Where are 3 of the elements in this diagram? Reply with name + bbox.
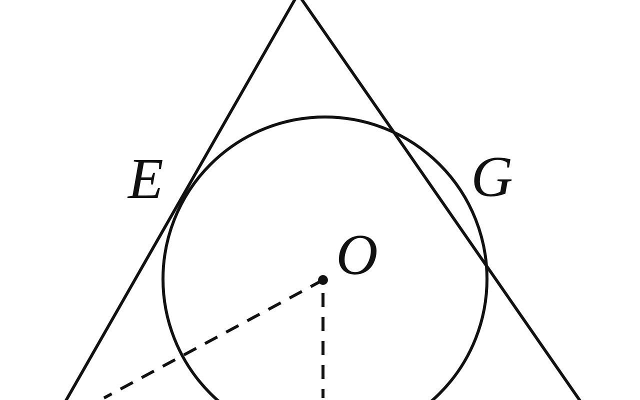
point-label: O bbox=[336, 226, 378, 284]
point-label: G bbox=[471, 148, 513, 206]
point-label: E bbox=[128, 150, 164, 208]
